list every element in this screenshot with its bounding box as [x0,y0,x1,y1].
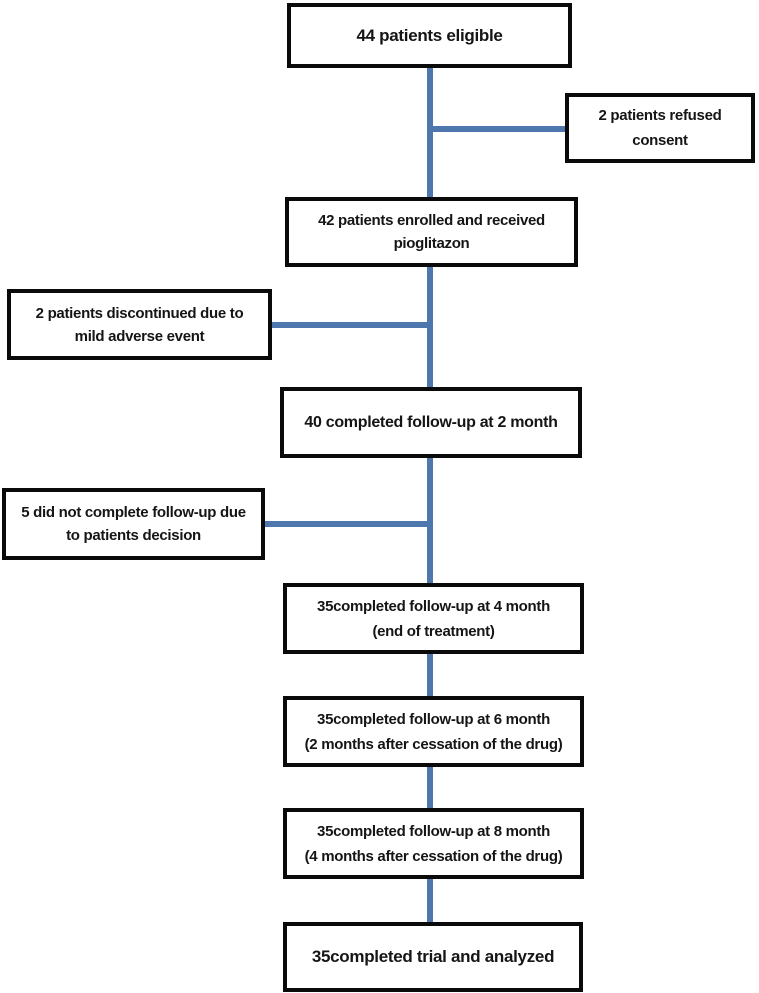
node-enrolled-line2: pioglitazon [393,235,470,252]
node-enrolled: 42 patients enrolled and received piogli… [285,197,578,267]
node-followup-4-month: 35completed follow-up at 4 month (end of… [283,583,584,654]
node-followup-2-month: 40 completed follow-up at 2 month [280,387,582,458]
node-decision-line2: to patients decision [66,527,201,544]
node-followup8-line1: 35completed follow-up at 8 month [317,822,550,840]
node-followup6-line2: (2 months after cessation of the drug) [304,735,563,753]
node-followup4-line1: 35completed follow-up at 4 month [317,597,550,615]
node-decision-line1: 5 did not complete follow-up due [21,504,246,521]
connector-followup4-followup6 [427,652,433,697]
node-completed-analyzed: 35completed trial and analyzed [283,922,583,992]
node-followup-6-month: 35completed follow-up at 6 month (2 mont… [283,696,584,767]
node-not-complete-decision: 5 did not complete follow-up due to pati… [2,488,265,560]
node-refused-consent: 2 patients refused consent [565,93,755,163]
connector-branch-refused [430,126,566,132]
node-followup6-line1: 35completed follow-up at 6 month [317,710,550,728]
node-analyzed-text: 35completed trial and analyzed [311,947,555,966]
node-enrolled-line1: 42 patients enrolled and received [318,212,545,229]
node-eligible-text: 44 patients eligible [356,25,503,45]
node-followup4-line2: (end of treatment) [372,622,495,640]
connector-branch-decision [264,521,433,527]
node-followup2-text: 40 completed follow-up at 2 month [304,413,558,431]
node-followup-8-month: 35completed follow-up at 8 month (4 mont… [283,808,584,879]
connector-eligible-enrolled [427,67,433,198]
connector-followup6-followup8 [427,766,433,809]
node-refused-line2: consent [632,132,688,149]
node-discontinued-line2: mild adverse event [74,327,205,345]
connector-branch-discontinued [271,322,433,328]
connector-followup8-analyzed [427,877,433,923]
node-discontinued-line1: 2 patients discontinued due to [35,304,244,322]
node-discontinued-adverse-event: 2 patients discontinued due to mild adve… [7,289,272,360]
node-followup8-line2: (4 months after cessation of the drug) [304,847,563,865]
node-refused-line1: 2 patients refused [598,107,722,124]
connector-followup2-followup4 [427,457,433,584]
node-eligible: 44 patients eligible [287,3,572,68]
